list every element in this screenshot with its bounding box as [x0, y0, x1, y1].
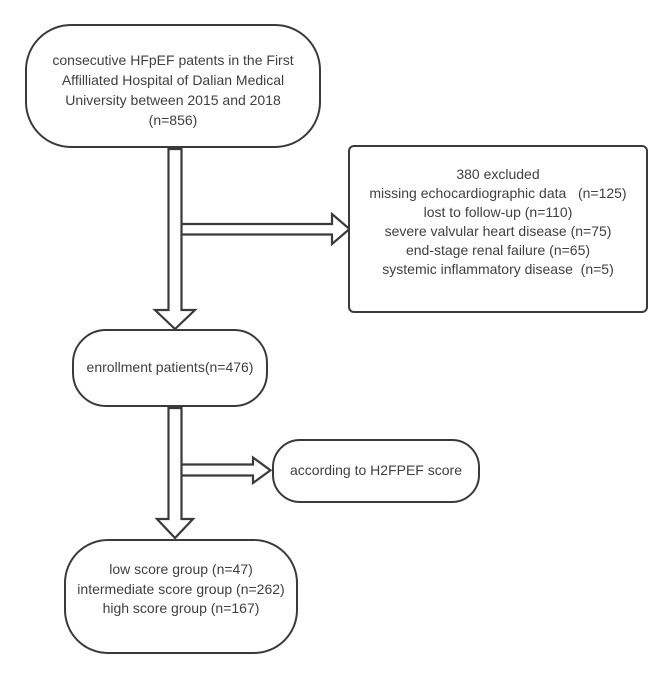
excluded-reason: severe valvular heart disease (n=75): [384, 223, 612, 239]
group-intermediate: intermediate score group (n=262): [77, 580, 285, 597]
box-score-groups: low score group (n=47) intermediate scor…: [64, 539, 298, 654]
initial-cohort-text-line: Affilliated Hospital of Dalian Medical: [61, 72, 285, 88]
excluded-reason: end-stage renal failure (n=65): [405, 242, 591, 258]
box-scoring-criteria: according to H2FPEF score: [272, 439, 480, 503]
group-low: low score group (n=47): [109, 561, 253, 578]
initial-cohort-text-line: consecutive HFpEF patents in the First: [52, 52, 294, 68]
initial-cohort-text-line: University between 2015 and 2018: [65, 92, 281, 108]
box-initial-cohort: consecutive HFpEF patents in the First A…: [25, 24, 321, 148]
arrow-to-criteria: [179, 455, 273, 486]
box-enrollment: enrollment patients(n=476): [72, 329, 268, 407]
group-high: high score group (n=167): [102, 600, 260, 617]
criteria-text: according to H2FPEF score: [290, 462, 462, 479]
excluded-total: 380 excluded: [456, 166, 540, 182]
arrow-enrollment-to-groups: [154, 406, 196, 540]
excluded-reason: lost to follow-up (n=110): [423, 204, 573, 220]
excluded-reason: systemic inflammatory disease (n=5): [382, 261, 614, 277]
excluded-reason: missing echocardiographic data (n=125): [369, 185, 627, 201]
initial-cohort-count: (n=856): [148, 112, 198, 128]
enrollment-text: enrollment patients(n=476): [86, 359, 254, 376]
box-excluded-patients: 380 excluded missing echocardiographic d…: [348, 145, 648, 313]
arrow-initial-to-enrollment: [152, 147, 198, 331]
arrow-to-excluded: [179, 211, 352, 247]
